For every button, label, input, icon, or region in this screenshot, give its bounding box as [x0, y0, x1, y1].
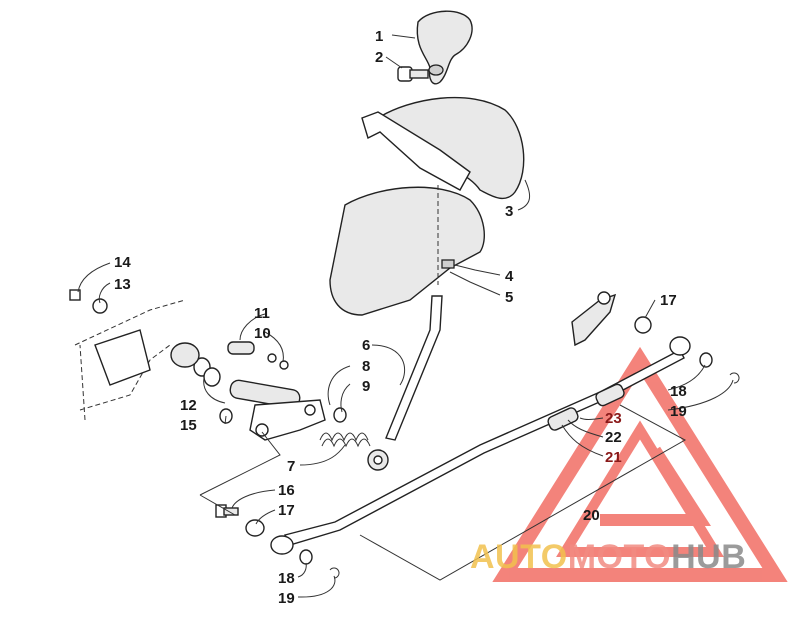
watermark-text: AUTOMOTOHUB	[470, 538, 746, 576]
bushing	[227, 341, 289, 370]
callout-8: 8	[362, 358, 370, 375]
callout-7: 7	[287, 458, 295, 475]
callout-12: 12	[180, 397, 197, 414]
knob-bolt	[397, 66, 429, 82]
callout-13: 13	[114, 276, 131, 293]
callout-labels: 1 2 3 4 5 6 7 8 9 10 11 12 13 14 15 16 1…	[114, 28, 687, 607]
svg-text:AUTOMOTOHUB: AUTOMOTOHUB	[470, 538, 746, 576]
pivot-shaft	[229, 379, 326, 441]
callout-22: 22	[605, 429, 622, 446]
return-spring	[319, 432, 371, 448]
callout-14: 14	[114, 254, 131, 271]
callout-2: 2	[375, 49, 383, 66]
callout-19-lower: 19	[278, 590, 295, 607]
callout-16: 16	[278, 482, 295, 499]
callout-21: 21	[605, 449, 622, 466]
washers	[219, 407, 347, 424]
callout-23: 23	[605, 410, 622, 427]
callout-18-right: 18	[670, 383, 687, 400]
o-rings	[193, 357, 221, 387]
pivot-bolt	[215, 504, 265, 537]
linkage-rod	[270, 336, 691, 555]
watermark-hub: HUB	[671, 538, 746, 576]
callout-17-upper: 17	[660, 292, 677, 309]
shift-knob	[416, 10, 473, 85]
callout-17-lower: 17	[278, 502, 295, 519]
callout-6: 6	[362, 337, 370, 354]
callout-9: 9	[362, 378, 370, 395]
callout-1: 1	[375, 28, 383, 45]
callout-18-lower: 18	[278, 570, 295, 587]
callout-20: 20	[583, 507, 600, 524]
callout-15: 15	[180, 417, 197, 434]
leader-lines	[77, 34, 734, 598]
shift-boot	[329, 185, 486, 316]
watermark-moto: MOTO	[568, 538, 671, 576]
callout-4: 4	[505, 268, 514, 285]
clip	[441, 259, 455, 269]
callout-3: 3	[505, 203, 513, 220]
frame-mount	[69, 289, 200, 421]
callout-19-right: 19	[670, 403, 687, 420]
watermark-logo	[492, 346, 788, 582]
shift-lever-rod	[367, 295, 443, 471]
upper-cover	[361, 96, 525, 200]
callout-11: 11	[254, 305, 270, 322]
callout-10: 10	[254, 325, 271, 342]
assembly-lines	[199, 404, 687, 581]
callout-5: 5	[505, 289, 513, 306]
watermark-auto: AUTO	[470, 538, 568, 576]
ball-joint	[571, 291, 652, 347]
